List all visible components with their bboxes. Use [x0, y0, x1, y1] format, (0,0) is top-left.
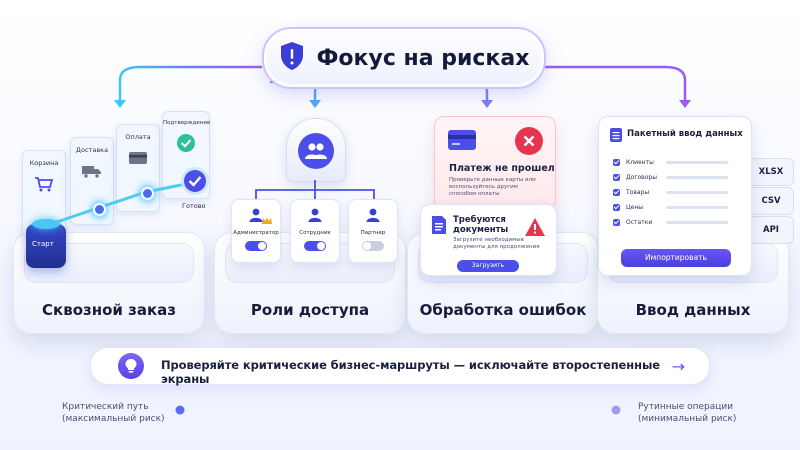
hint-pill: Проверяйте критические бизнес-маршруты —… [90, 347, 710, 386]
admin-access-toggle[interactable] [245, 241, 267, 251]
progress-node [141, 187, 154, 200]
credit-card-icon [447, 129, 477, 155]
pillar-label: Обработка ошибок [419, 301, 587, 319]
batch-input-card: Пакетный ввод данных Клиенты Договоры То… [598, 116, 752, 276]
documents-required-card: Требуются документы Загрузите необходимы… [420, 204, 557, 276]
warning-icon [524, 217, 546, 241]
role-label: Сотрудник [299, 230, 331, 236]
arrow-right-icon[interactable]: → [671, 357, 685, 376]
payment-error-text: Проверьте данные карты или воспользуйтес… [449, 177, 536, 197]
done-badge-icon [180, 166, 210, 200]
truck-icon [81, 162, 103, 180]
batch-input-title: Пакетный ввод данных [627, 129, 743, 139]
role-card-employee: Сотрудник [290, 199, 340, 263]
role-card-partner: Партнер [348, 199, 398, 263]
user-icon [232, 207, 280, 227]
format-tab-api[interactable]: API [748, 216, 794, 244]
hint-text: Проверяйте критические бизнес-маршруты —… [161, 358, 660, 386]
scale-start-dot [175, 405, 185, 415]
shield-icon [279, 41, 305, 75]
user-icon [349, 207, 397, 227]
role-label: Партнер [360, 230, 386, 236]
cart-icon [33, 175, 55, 193]
data-row[interactable]: Товары [613, 185, 728, 200]
start-label: Старт [32, 240, 54, 248]
done-label: Готово [182, 202, 206, 210]
users-icon [298, 133, 334, 169]
title-pill: Фокус на рисках [262, 27, 546, 89]
checkbox-icon [613, 159, 620, 166]
scale-end-dot [611, 405, 621, 415]
data-row[interactable]: Клиенты [613, 155, 728, 170]
data-row[interactable]: Цены [613, 200, 728, 215]
check-circle-icon [175, 134, 197, 152]
pillar-label: Сквозной заказ [42, 301, 176, 319]
document-icon [431, 215, 447, 239]
scale-right-label: Рутинные операции (минимальный риск) [638, 402, 737, 424]
data-row[interactable]: Остатки [613, 215, 728, 230]
crown-icon [262, 210, 272, 229]
upload-button[interactable]: Загрузить [457, 260, 519, 272]
documents-title: Требуются документы [453, 215, 509, 235]
checkbox-icon [613, 204, 620, 211]
role-label: Администратор [233, 230, 279, 236]
import-button[interactable]: Импортировать [621, 249, 731, 267]
scale-left-label: Критический путь (максимальный риск) [62, 402, 165, 424]
data-row[interactable]: Договоры [613, 170, 728, 185]
checkbox-icon [613, 174, 620, 181]
pillar-order: Сквозной заказ [13, 232, 205, 334]
checkbox-icon [613, 219, 620, 226]
group-node [286, 118, 346, 182]
spreadsheet-icon [609, 127, 623, 147]
progress-node [93, 203, 106, 216]
user-icon [291, 207, 339, 227]
error-x-icon [515, 127, 543, 155]
partner-access-toggle[interactable] [362, 241, 384, 251]
documents-text: Загрузите необходимые документы для прод… [453, 237, 540, 250]
payment-error-title: Платеж не прошел [449, 163, 555, 174]
checkbox-icon [613, 189, 620, 196]
format-tab-xlsx[interactable]: XLSX [748, 158, 794, 186]
pillar-label: Ввод данных [635, 301, 751, 319]
employee-access-toggle[interactable] [304, 241, 326, 251]
start-node: Старт [26, 219, 66, 268]
lightbulb-icon [118, 353, 144, 379]
page-title: Фокус на рисках [316, 45, 530, 71]
payment-error-card: Платеж не прошел Проверьте данные карты … [434, 116, 556, 210]
card-icon [127, 149, 149, 167]
role-card-admin: Администратор [231, 199, 281, 263]
data-rows: Клиенты Договоры Товары Цены Остатки [613, 155, 728, 230]
step-card-delivery: Доставка [70, 137, 114, 225]
pillar-label: Роли доступа [250, 301, 370, 319]
